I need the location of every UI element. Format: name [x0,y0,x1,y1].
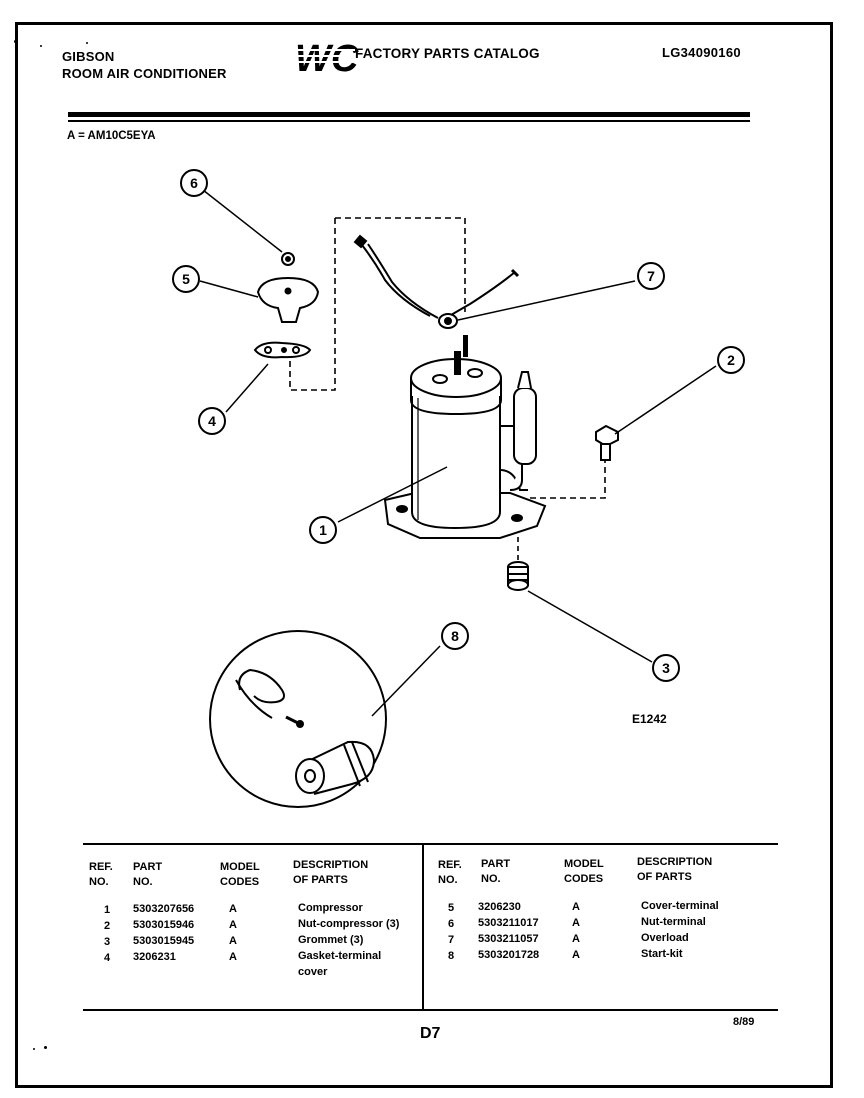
overload-assembly [353,234,520,329]
catalog-title: FACTORY PARTS CATALOG [355,46,540,61]
scan-speck [40,45,42,47]
scan-speck [14,40,17,43]
terminal-cover-assembly [253,252,320,359]
dashed-guide [335,217,466,312]
dashed-guide [289,218,336,391]
brand-name: GIBSON [62,49,115,64]
callout-5 [172,265,200,293]
callout-1 [309,516,337,544]
scan-speck [33,1048,35,1050]
callout-8 [441,622,469,650]
callout-7 [637,262,665,290]
callout-circles [172,169,745,682]
callout-label-2: 2 [727,352,735,368]
model-code-legend: A = AM10C5EYA [67,130,156,142]
start-kit-detail [209,630,387,808]
table-rule-top [83,843,778,845]
callout-label-5: 5 [182,271,190,287]
col-header-ref: REF.NO. [438,859,462,886]
callout-label-6: 6 [190,175,198,191]
revision-date: 8/89 [733,1016,755,1028]
brand-header: GIBSON ROOM AIR CONDITIONER [62,48,227,82]
leader-lines [199,189,717,717]
page-frame [15,22,833,1088]
table-divider [422,845,424,1009]
col-header-ref: REF.NO. [89,861,113,888]
logo-text: WCI [295,38,359,79]
callout-6 [180,169,208,197]
callout-label-4: 4 [208,413,216,429]
nut-compressor [595,424,619,461]
callout-label-3: 3 [662,660,670,676]
header-rule-thin [68,120,750,122]
callout-label-1: 1 [319,522,327,538]
catalog-number: LG34090160 [662,45,741,60]
scan-speck [44,1046,47,1049]
dashed-guide [530,460,606,499]
illustration-id: E1242 [632,712,667,726]
callout-3 [652,654,680,682]
product-name: ROOM AIR CONDITIONER [62,66,227,81]
callout-4 [198,407,226,435]
compressor [383,335,547,539]
cover-terminal [256,276,320,323]
callout-2 [717,346,745,374]
table-rule-bottom [83,1009,778,1011]
wci-logo: WCI [295,38,359,79]
callout-label-7: 7 [647,268,655,284]
callout-label-8: 8 [451,628,459,644]
header-rule [68,112,750,117]
scan-speck [86,42,88,44]
page-number: D7 [420,1025,441,1042]
grommet [507,561,529,591]
